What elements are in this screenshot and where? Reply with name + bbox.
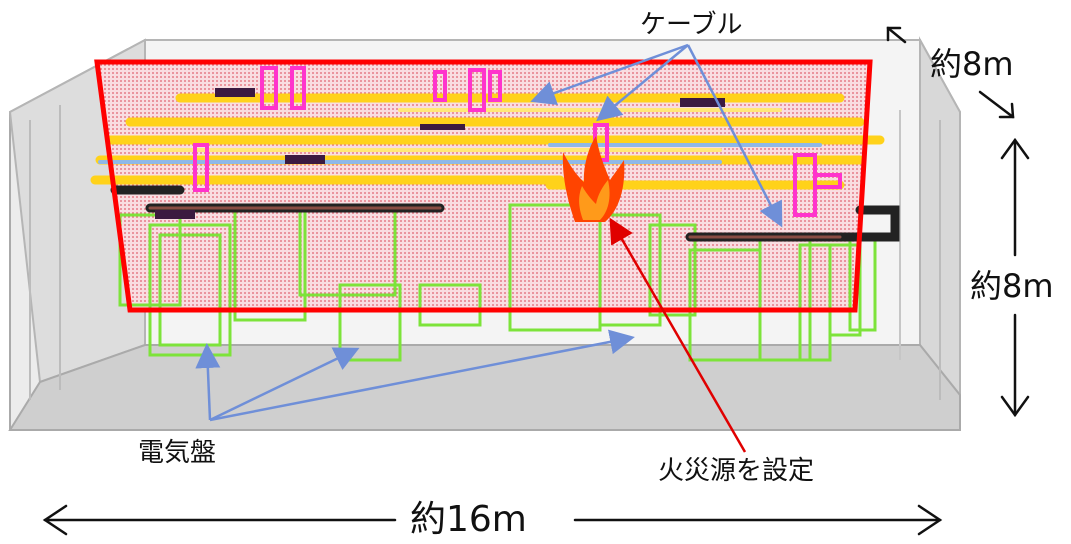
- fire-source-label: 火災源を設定: [658, 456, 815, 486]
- fire-pointer-arrow: [609, 217, 747, 453]
- double-arrow-vertical-icon: [1000, 137, 1030, 418]
- flame-icon: [562, 136, 625, 222]
- depth-arrow-icon: [886, 26, 1015, 119]
- height-dimension-label: 約8m: [970, 267, 1054, 305]
- electrical-panels: [118, 203, 877, 362]
- cable-pointer-arrows: [530, 43, 783, 228]
- width-dimension-label: 約16m: [410, 499, 527, 540]
- double-arrow-horizontal-icon: [42, 504, 943, 536]
- panel-pointer-arrows: [195, 329, 635, 422]
- conduits: [193, 66, 842, 217]
- section-outline: [94, 59, 873, 313]
- depth-dimension-label: 約8m: [930, 45, 1014, 83]
- pipes: [110, 88, 900, 242]
- cable-label: ケーブル: [640, 10, 743, 40]
- panel-label: 電気盤: [138, 438, 217, 468]
- floor: [8, 344, 961, 431]
